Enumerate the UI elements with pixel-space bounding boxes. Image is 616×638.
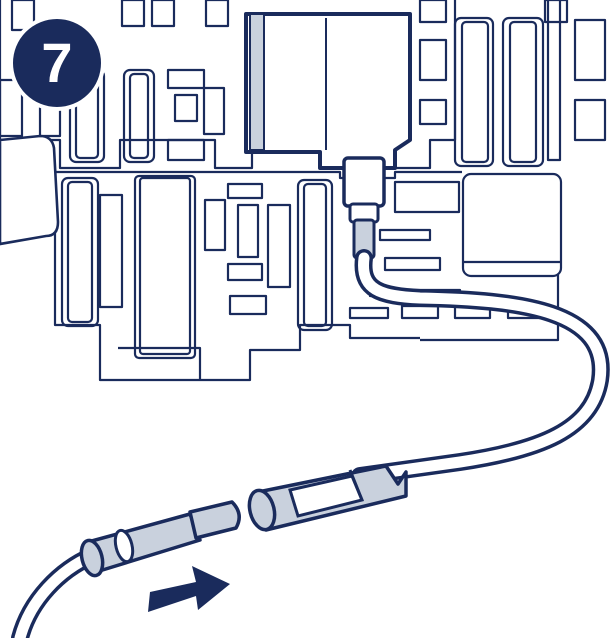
circle-badge (9, 15, 105, 111)
step-number: 7 (41, 31, 72, 94)
arrow-right-icon (148, 566, 230, 612)
lower-fuse-row (60, 174, 334, 380)
fuse-box-lid (0, 134, 60, 246)
relay-block (393, 172, 563, 278)
male-connector (11, 500, 241, 638)
top-fuse-slots (10, 0, 569, 32)
step-badge: 7 (9, 15, 105, 111)
right-fuse-row (418, 16, 607, 168)
female-connector (247, 464, 408, 532)
power-adapter (244, 12, 412, 260)
